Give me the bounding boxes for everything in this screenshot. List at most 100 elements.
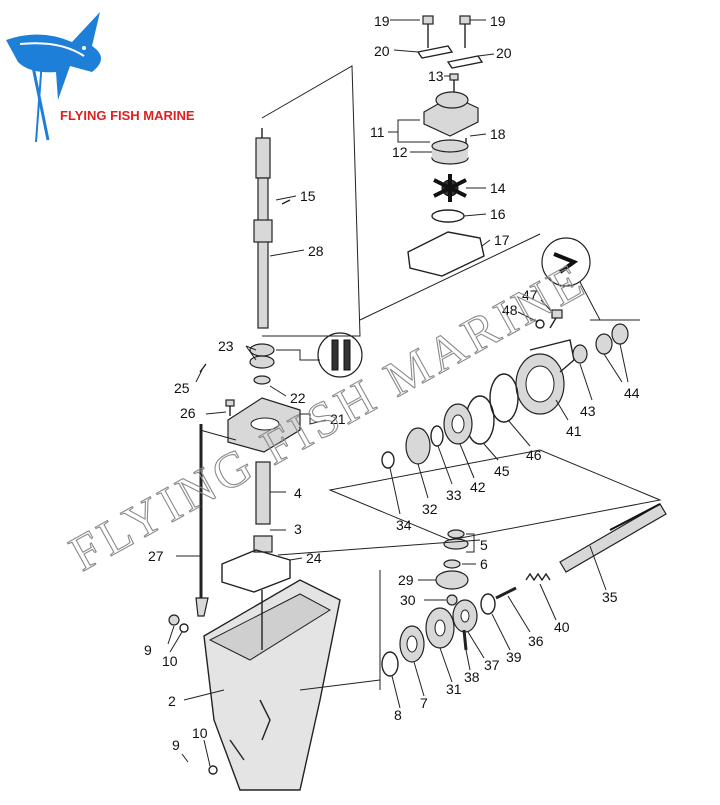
callout-43: 43 [580,403,596,419]
o-ring-16 [431,209,465,223]
callout-25: 25 [174,380,190,396]
propeller-shaft-35 [559,503,667,573]
callout-19: 19 [490,13,506,29]
cross-pin-38 [462,629,468,651]
bearing-23-bottom [249,355,275,369]
brand-logo: FLYING FISH MARINE [6,12,195,143]
bushing-44-b [611,323,629,345]
callout-2: 2 [168,693,176,709]
callout-31: 31 [446,681,462,697]
lower-case-2 [203,579,341,791]
callout-39: 39 [506,649,522,665]
seal-detail-inset [317,332,363,378]
callout-16: 16 [490,206,506,222]
callout-8: 8 [394,707,402,723]
pinion-gear-29 [435,570,469,590]
bushing-22 [253,375,271,385]
callout-37: 37 [484,657,500,673]
callout-4: 4 [294,485,302,501]
spring-40 [525,572,551,582]
washer-10 [179,623,189,633]
callout-36: 36 [528,633,544,649]
callout-9: 9 [172,737,180,753]
callout-3: 3 [294,521,302,537]
callout-48: 48 [502,302,518,318]
plate-20-left [416,45,454,59]
dog-clutch-37 [452,599,478,633]
callout-28: 28 [308,243,324,259]
callout-45: 45 [494,463,510,479]
forward-gear-31 [425,607,455,649]
clip-39 [480,593,496,615]
callout-10: 10 [192,725,208,741]
bearing-23-top [249,343,275,357]
bushing-44-a [595,333,613,355]
callout-30: 30 [400,592,416,608]
leader-lines [167,19,629,767]
callout-41: 41 [566,423,582,439]
reverse-gear-32 [405,427,431,465]
bearing-housing-41 [515,339,575,415]
shim-33 [430,425,444,447]
callout-38: 38 [464,669,480,685]
callout-44: 44 [624,385,640,401]
bolt-19-left [422,15,434,48]
seal-43 [572,344,588,364]
bolt-47 [549,309,563,329]
callout-17: 17 [494,232,510,248]
callout-6: 6 [480,556,488,572]
callout-7: 7 [420,695,428,711]
flying-fish-icon [6,12,101,143]
callout-35: 35 [602,589,618,605]
watermark-text: FLYING FISH MARINE [60,251,595,582]
callout-19: 19 [374,13,390,29]
callout-9: 9 [144,642,152,658]
callout-32: 32 [422,501,438,517]
callout-10: 10 [162,653,178,669]
pin-25 [199,363,207,373]
pin-15 [281,199,291,205]
drive-shaft-28 [253,137,273,329]
brand-name: FLYING FISH MARINE [60,108,195,123]
callout-22: 22 [290,390,306,406]
washer-10-lower [208,765,218,775]
o-ring-46 [489,373,519,423]
washer-48 [535,319,545,329]
cartridge-12 [431,139,469,165]
outer-plate-17 [407,231,485,277]
nut-30 [446,594,458,606]
callout-12: 12 [392,144,408,160]
pinion-5 [447,529,465,539]
gasket-24 [221,549,291,593]
impeller-14 [433,174,467,202]
water-tube-4 [255,461,271,525]
callout-42: 42 [470,479,486,495]
callout-13: 13 [428,68,444,84]
plate-20-right [446,55,484,69]
callout-47: 47 [522,287,538,303]
callout-33: 33 [446,487,462,503]
callout-29: 29 [398,572,414,588]
bolt-19-right [459,15,471,48]
shim-8 [381,651,399,677]
shim-6 [443,559,461,569]
callout-18: 18 [490,126,506,142]
callout-20: 20 [374,43,390,59]
callout-21: 21 [330,411,346,427]
callout-27: 27 [148,548,164,564]
callout-24: 24 [306,550,322,566]
callout-26: 26 [180,405,196,421]
callout-20: 20 [496,45,512,61]
callout-23: 23 [218,338,234,354]
callout-numbers: 19 19 20 20 13 11 18 12 14 15 16 17 28 4… [144,13,640,753]
callout-46: 46 [526,447,542,463]
callout-40: 40 [554,619,570,635]
bearing-7 [399,625,425,663]
callout-15: 15 [300,188,316,204]
shift-plunger-36 [495,586,517,600]
parts-drawing [168,15,667,791]
callout-14: 14 [490,180,506,196]
callout-11: 11 [370,124,385,140]
callout-34: 34 [396,517,412,533]
